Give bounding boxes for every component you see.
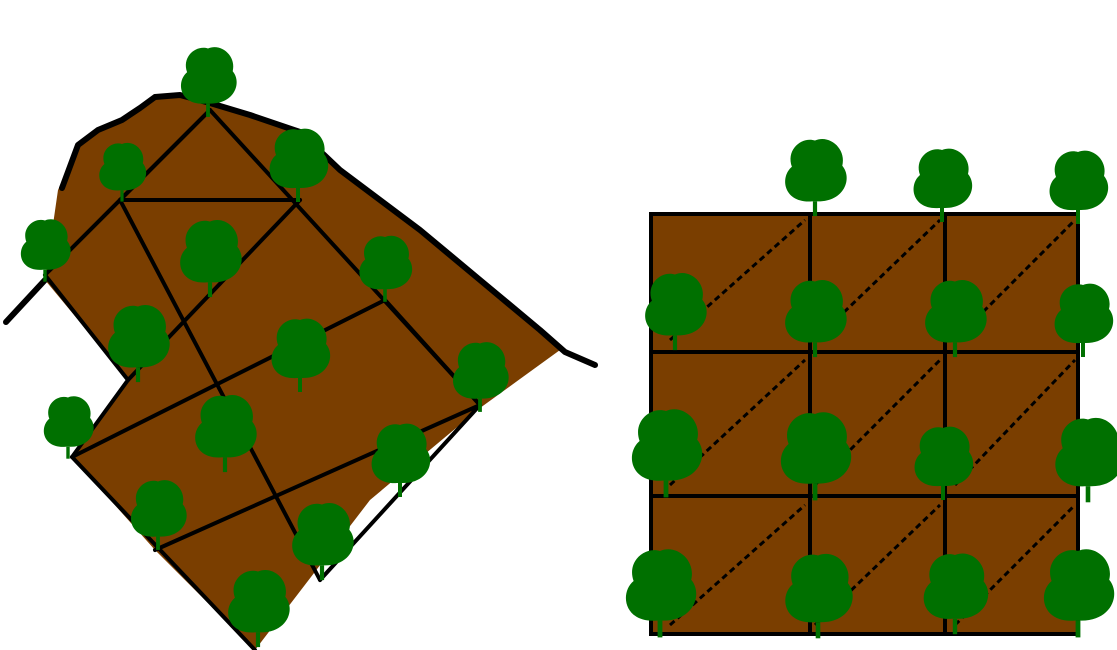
right-terrace-panel	[626, 139, 1117, 638]
left-hillside-panel	[6, 47, 595, 650]
tree-icon	[228, 570, 290, 647]
tree-icon	[785, 139, 847, 216]
tree-icon	[914, 149, 973, 222]
